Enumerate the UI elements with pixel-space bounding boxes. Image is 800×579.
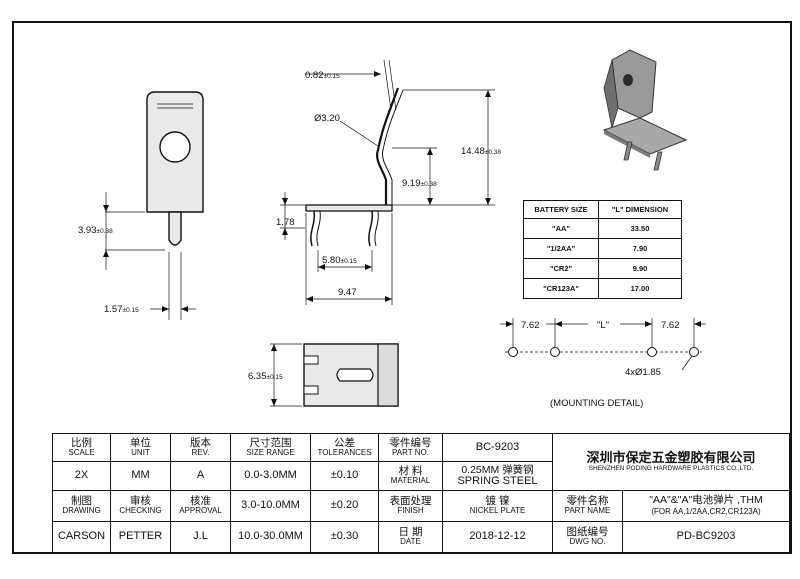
dim-0-82: 0.82±0.15 [305, 70, 340, 81]
l-dimension-table: BATTERY SIZE "L" DIMENSION "AA" 33.50 "1… [523, 200, 682, 299]
tolerance-2: ±0.20 [310, 490, 379, 522]
l-value: 17.00 [598, 278, 682, 299]
tolerance-1: ±0.10 [310, 461, 379, 491]
battery-size: "AA" [523, 218, 599, 239]
front-view [103, 91, 204, 320]
date-value: 2018-12-12 [442, 521, 553, 553]
sheet-border [12, 21, 792, 554]
dim-6-35: 6.35±0.15 [248, 371, 283, 382]
table-row: "1/2AA" 7.90 [523, 238, 682, 259]
l-value: 7.90 [598, 238, 682, 259]
mount-holes: 4xØ1.85 [625, 367, 661, 378]
approval-value: J.L [170, 521, 231, 553]
dwg-no-value: PD-BC9203 [621, 521, 791, 553]
dim-5-80: 5.80±0.15 [322, 255, 357, 266]
battery-size: "1/2AA" [523, 238, 599, 259]
dim-3-20: Ø3.20 [314, 113, 340, 124]
dim-1-57: 1.57±0.15 [104, 304, 139, 315]
dim-9-19: 9.19±0.38 [402, 178, 437, 189]
mounting-detail [500, 318, 706, 371]
bottom-view [270, 343, 399, 407]
part-no-value: BC-9203 [442, 433, 553, 462]
part-name-value: "AA"&"A"电池弹片 ,THM(FOR AA,1/2AA,CR2,CR123… [621, 490, 791, 522]
unit-value: MM [110, 461, 171, 491]
dim-3-93: 3.93±0.38 [78, 225, 113, 236]
scale-value: 2X [52, 461, 111, 491]
mount-dim-right: 7.62 [661, 320, 680, 331]
size-range-2: 3.0-10.0MM [230, 490, 311, 522]
mount-dim-left: 7.62 [521, 320, 540, 331]
isometric-view [602, 49, 688, 171]
battery-size: "CR123A" [523, 278, 599, 299]
mount-dim-l: "L" [597, 320, 609, 331]
table-row: "CR2" 9.90 [523, 258, 682, 279]
dim-1-78: 1.78 [276, 217, 295, 228]
dim-9-47: 9.47 [338, 287, 357, 298]
size-range-1: 0.0-3.0MM [230, 461, 311, 491]
checking-value: PETTER [110, 521, 171, 553]
table-row: "AA" 33.50 [523, 218, 682, 239]
battery-size: "CR2" [523, 258, 599, 279]
rev-value: A [170, 461, 231, 491]
mounting-hole [159, 131, 191, 163]
size-range-3: 10.0-30.0MM [230, 521, 311, 553]
l-value: 9.90 [598, 258, 682, 279]
table-row: "CR123A" 17.00 [523, 278, 682, 299]
l-table-header: BATTERY SIZE "L" DIMENSION [523, 200, 682, 219]
dim-14-48: 14.48±0.38 [461, 146, 501, 157]
tolerance-3: ±0.30 [310, 521, 379, 553]
drawing-value: CARSON [52, 521, 111, 553]
mount-caption: (MOUNTING DETAIL) [550, 398, 643, 409]
side-view [280, 59, 495, 305]
l-header-battery: BATTERY SIZE [523, 200, 599, 219]
l-header-dimension: "L" DIMENSION [598, 200, 682, 219]
l-value: 33.50 [598, 218, 682, 239]
